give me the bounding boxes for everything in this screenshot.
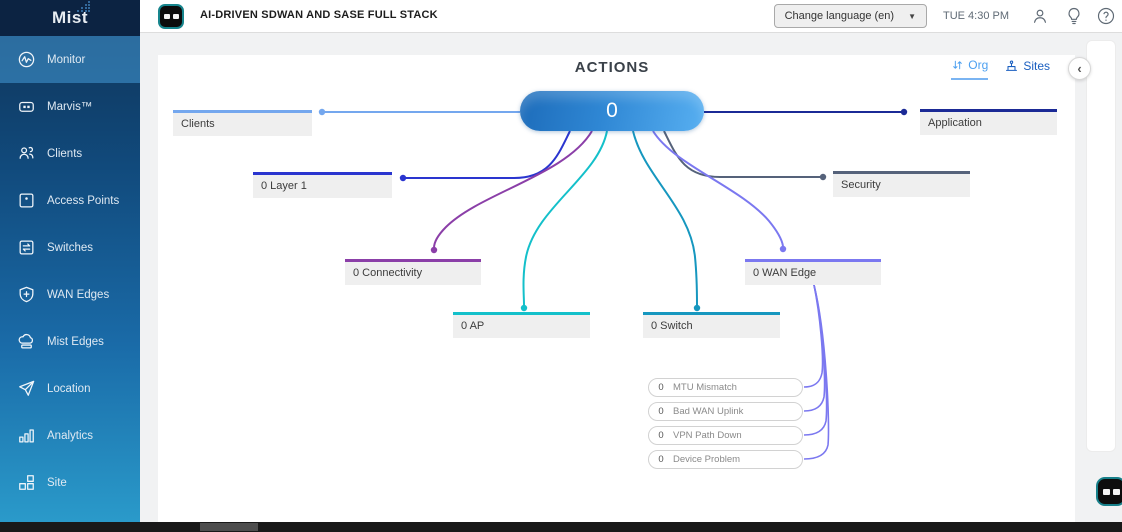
sidebar-item-wan-edges[interactable]: WAN Edges — [0, 271, 140, 318]
sidebar-item-mist-edges[interactable]: Mist Edges — [0, 318, 140, 365]
sub-item-bad-wan-uplink[interactable]: 0 Bad WAN Uplink — [648, 402, 803, 421]
sidebar-item-label: Analytics — [47, 429, 94, 442]
sidebar: Mist Monitor Marvis™ Clients Access Poin… — [0, 0, 140, 522]
clients-icon — [15, 143, 37, 165]
switches-icon — [15, 237, 37, 259]
wan-edges-icon — [15, 284, 37, 306]
node-security[interactable]: Security — [833, 171, 970, 197]
tab-org[interactable]: Org — [951, 58, 989, 80]
sidebar-item-label: Mist Edges — [47, 335, 104, 348]
chevron-left-icon: ‹ — [1077, 61, 1082, 76]
sidebar-item-label: Site — [47, 476, 67, 489]
sidebar-item-label: Location — [47, 382, 91, 395]
node-layer1[interactable]: 0 Layer 1 — [253, 172, 392, 198]
node-ap[interactable]: 0 AP — [453, 312, 590, 338]
analytics-icon — [15, 425, 37, 447]
link-wan-edge-dot — [779, 245, 787, 253]
sub-item-count: 0 — [658, 406, 664, 417]
link-layer1 — [403, 130, 571, 179]
sidebar-item-location[interactable]: Location — [0, 365, 140, 412]
graph-title: ACTIONS — [574, 59, 650, 76]
link-application-dot — [900, 108, 908, 116]
sub-item-label: Device Problem — [673, 454, 741, 465]
sidebar-item-site[interactable]: Site — [0, 459, 140, 506]
sidebar-item-label: Monitor — [47, 53, 86, 66]
mist-logo[interactable]: Mist — [0, 0, 140, 36]
location-icon — [15, 378, 37, 400]
link-security-dot — [819, 173, 827, 181]
link-security — [663, 130, 823, 178]
chevron-down-icon: ▼ — [908, 11, 916, 21]
sub-item-label: VPN Path Down — [673, 430, 742, 441]
actions-center-node[interactable]: 0 — [520, 91, 704, 131]
view-toggle: Org Sites — [951, 58, 1050, 80]
sidebar-item-label: Switches — [47, 241, 94, 254]
link-switch-dot — [693, 304, 701, 312]
sub-item-device-problem[interactable]: 0 Device Problem — [648, 450, 803, 469]
sidebar-item-clients[interactable]: Clients — [0, 130, 140, 177]
horizontal-scrollbar[interactable] — [0, 522, 1122, 532]
mist-edges-icon — [15, 331, 37, 353]
sidebar-item-label: WAN Edges — [47, 288, 110, 301]
actions-card: ACTIONS Org Sites 0 Clients Application … — [158, 55, 1075, 522]
sidebar-item-label: Access Points — [47, 194, 120, 207]
node-wan-edge[interactable]: 0 WAN Edge — [745, 259, 881, 285]
access-points-icon — [15, 190, 37, 212]
sub-item-count: 0 — [658, 382, 664, 393]
sub-item-count: 0 — [658, 430, 664, 441]
right-drawer — [1086, 40, 1116, 452]
link-connectivity — [433, 130, 593, 249]
sidebar-item-label: Marvis™ — [47, 100, 93, 113]
sub-item-label: Bad WAN Uplink — [673, 406, 744, 417]
link-connectivity-dot — [430, 246, 438, 254]
link-clients-dot — [318, 108, 326, 116]
sub-item-label: MTU Mismatch — [673, 382, 737, 393]
change-language-button[interactable]: Change language (en) ▼ — [773, 4, 927, 28]
sidebar-item-switches[interactable]: Switches — [0, 224, 140, 271]
site-icon — [15, 472, 37, 494]
node-application[interactable]: Application — [920, 109, 1057, 135]
mist-logo-text: Mist — [52, 1, 90, 28]
link-sub-device-problem — [803, 284, 830, 460]
page-title: AI-DRIVEN SDWAN AND SASE FULL STACK — [200, 9, 438, 21]
org-icon — [953, 60, 963, 70]
sites-icon — [1006, 60, 1018, 71]
marvis-logo-icon[interactable] — [158, 4, 184, 29]
sidebar-item-analytics[interactable]: Analytics — [0, 412, 140, 459]
sub-item-count: 0 — [658, 454, 664, 465]
account-icon[interactable] — [1030, 6, 1050, 26]
link-sub-mtu-mismatch — [803, 284, 824, 388]
sidebar-item-access-points[interactable]: Access Points — [0, 177, 140, 224]
node-clients[interactable]: Clients — [173, 110, 312, 136]
tab-sites[interactable]: Sites — [1004, 58, 1050, 80]
monitor-icon — [15, 49, 37, 71]
sidebar-item-marvis[interactable]: Marvis™ — [0, 83, 140, 130]
top-bar: AI-DRIVEN SDWAN AND SASE FULL STACK Chan… — [140, 0, 1122, 33]
node-switch[interactable]: 0 Switch — [643, 312, 780, 338]
actions-count: 0 — [606, 99, 618, 122]
link-switch — [632, 130, 698, 306]
sub-item-mtu-mismatch[interactable]: 0 MTU Mismatch — [648, 378, 803, 397]
drawer-collapse-button[interactable]: ‹ — [1068, 57, 1091, 80]
sub-item-vpn-path-down[interactable]: 0 VPN Path Down — [648, 426, 803, 445]
link-ap-dot — [520, 304, 528, 312]
graph-links — [318, 108, 908, 460]
help-icon[interactable] — [1096, 6, 1116, 26]
clock-label: TUE 4:30 PM — [942, 10, 1009, 22]
marvis-icon — [15, 96, 37, 118]
link-wan-edge — [652, 130, 784, 247]
lightbulb-icon[interactable] — [1064, 6, 1084, 26]
scrollbar-thumb[interactable] — [200, 523, 258, 531]
mist-logo-dots-icon — [77, 1, 90, 12]
sidebar-item-monitor[interactable]: Monitor — [0, 36, 140, 83]
node-connectivity[interactable]: 0 Connectivity — [345, 259, 481, 285]
link-ap — [522, 130, 608, 306]
sidebar-item-label: Clients — [47, 147, 83, 160]
link-layer1-dot — [399, 174, 407, 182]
marvis-float-button[interactable] — [1096, 477, 1122, 506]
